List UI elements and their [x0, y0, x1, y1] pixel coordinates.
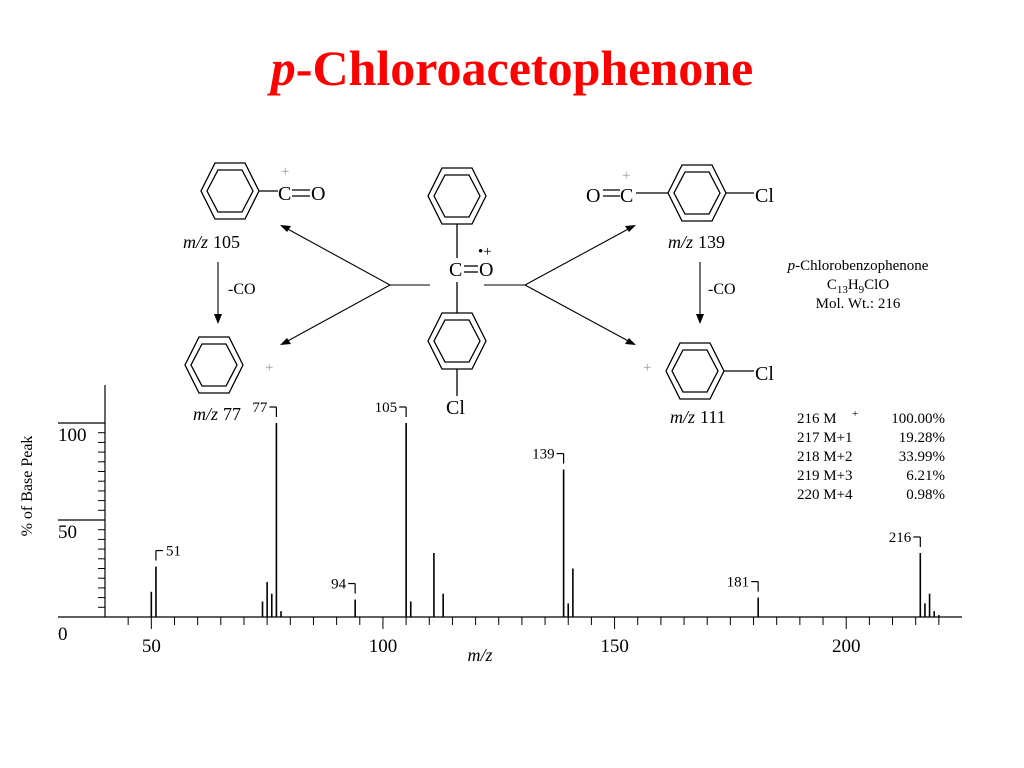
mz-value-105: 105: [213, 232, 240, 252]
chart-bars: [150, 423, 940, 617]
isotope-label: 216 M: [797, 411, 837, 427]
peak-label: 77: [252, 400, 268, 416]
title-rest: -Chloroacetophenone: [295, 40, 754, 96]
benzene-ring-center-top: [427, 167, 487, 225]
benzene-ring-111: [665, 342, 725, 400]
peak-label: 105: [375, 400, 398, 416]
plus-111: +: [643, 360, 651, 376]
carbon-139: C: [620, 185, 633, 207]
cl-center: Cl: [446, 397, 465, 419]
formula-c-sub: 13: [837, 284, 849, 296]
isotope-label: 219 M+3: [797, 468, 853, 484]
y-tick-label: 100: [58, 425, 87, 446]
x-tick-label: 100: [369, 636, 398, 657]
compound-name: p-Chlorobenzophenone: [787, 258, 929, 274]
x-tick-label: 150: [600, 636, 629, 657]
chart-peak-labels: 51 77 94 105 139 181 216: [155, 400, 921, 594]
mz-111: m/z: [670, 407, 695, 427]
title-prefix: p: [270, 40, 296, 96]
isotope-label: 217 M+1: [797, 430, 853, 446]
isotope-percent: 6.21%: [906, 468, 945, 484]
mz-139: m/z: [668, 232, 693, 252]
formula-rest: ClO: [864, 277, 889, 293]
benzene-ring-105: [200, 162, 260, 220]
chart-axes: 0 50 100 50 100 150 200: [58, 385, 962, 657]
carbon-center: C: [449, 259, 462, 281]
cl-111: Cl: [755, 363, 774, 385]
x-tick-label: 50: [142, 636, 161, 657]
page-title: p-Chloroacetophenone: [0, 38, 1024, 98]
cl-139: Cl: [755, 185, 774, 207]
arrow-heads: [214, 225, 704, 345]
loss-co-left: -CO: [228, 281, 256, 298]
peak-label: 181: [727, 575, 750, 591]
fragmentation-arrows: [217, 226, 701, 344]
oxygen-139: O: [586, 185, 600, 207]
isotope-label: 220 M+4: [797, 487, 853, 503]
x-tick-label: 200: [832, 636, 861, 657]
y-tick-label: 50: [58, 522, 77, 543]
plus-139: +: [622, 168, 630, 184]
mz-105: m/z: [183, 232, 208, 252]
isotope-percent: 100.00%: [891, 411, 945, 427]
compound-name-prefix: p: [787, 258, 796, 274]
mz-value-111: 111: [700, 407, 726, 427]
mz-value-77: 77: [223, 404, 241, 424]
benzene-ring-77: [184, 336, 244, 394]
isotope-percent: 19.28%: [899, 430, 945, 446]
mz-77: m/z: [193, 404, 218, 424]
loss-co-right: -CO: [708, 281, 736, 298]
isotope-percent: 0.98%: [906, 487, 945, 503]
radical-cation: •+: [478, 244, 492, 260]
mol-weight: Mol. Wt.: 216: [816, 296, 901, 312]
peak-label: 216: [889, 530, 912, 546]
oxygen-center: O: [479, 259, 493, 281]
isotope-percent: 33.99%: [899, 449, 945, 465]
molecular-formula: C13H9ClO: [827, 277, 890, 296]
formula-h: H: [848, 277, 859, 293]
isotope-label: 218 M+2: [797, 449, 853, 465]
y-tick-label: 0: [58, 624, 68, 645]
carbon-105: C: [278, 183, 291, 205]
x-axis-label: m/z: [467, 645, 492, 665]
isotope-label-sup: +: [852, 408, 858, 420]
oxygen-105: O: [311, 183, 325, 205]
peak-label: 139: [532, 447, 555, 463]
formula-c: C: [827, 277, 837, 293]
bonds: [259, 189, 754, 396]
formula-h-sub: 9: [859, 284, 865, 296]
peak-label: 51: [166, 544, 181, 560]
plus-77: +: [265, 360, 273, 376]
y-axis-label: % of Base Peak: [19, 436, 36, 537]
benzene-ring-center-bottom: [427, 312, 487, 370]
plus-105: +: [281, 164, 289, 180]
compound-name-rest: -Chlorobenzophenone: [795, 258, 929, 274]
mz-value-139: 139: [698, 232, 725, 252]
peak-label: 94: [331, 577, 347, 593]
